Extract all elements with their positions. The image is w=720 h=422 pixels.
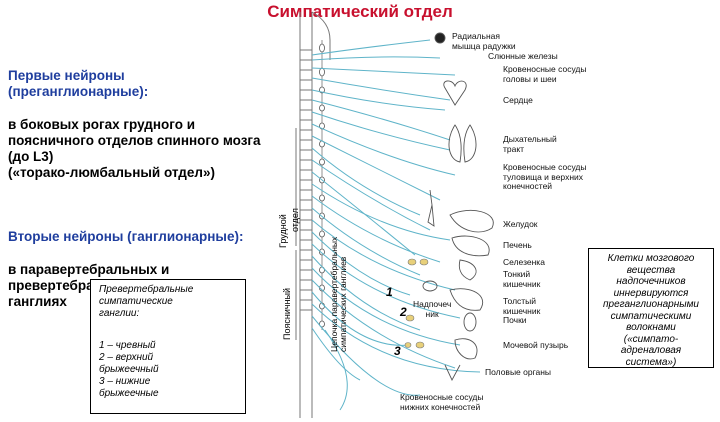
organ-label-line: кишечник: [503, 278, 541, 289]
thoracic-label-line: отдел: [290, 208, 300, 232]
legend-item: брыжеечные: [99, 388, 159, 399]
label-liver: Печень: [503, 240, 532, 250]
bladder-icon: [454, 338, 478, 360]
note-line: вещества: [626, 264, 676, 276]
legend-heading-line: Превертебральные: [99, 284, 194, 295]
note-line: система»): [625, 356, 677, 368]
first-neurons-location-line: в боковых рогах грудного и: [8, 117, 196, 132]
adrenal-note-box: Клетки мозгового вещества надпочечников …: [588, 248, 714, 368]
note-line: надпочечников: [616, 276, 686, 287]
organ-label-line: головы и шеи: [503, 73, 557, 84]
label-large-intestine: Толстый кишечник: [503, 296, 541, 316]
organ-label-line: нижних конечностей: [400, 401, 481, 412]
legend-item: 2 – верхний: [99, 352, 154, 363]
vessels-trunk-icon: [427, 189, 435, 227]
organ-label-line: кишечник: [503, 305, 541, 316]
label-limb-vessels: Кровеносные сосуды нижних конечностей: [400, 392, 484, 412]
heart-icon: [443, 80, 467, 106]
label-heart: Сердце: [503, 95, 533, 105]
legend-heading-line: симпатические: [99, 296, 173, 307]
organ-label-line: Кровеносные сосуды: [400, 392, 484, 402]
label-head-vessels: Кровеносные сосуды головы и шеи: [503, 64, 587, 84]
organ-label-line: Толстый: [503, 296, 537, 306]
page-title: Симпатический отдел: [267, 2, 453, 21]
organ-label-line: конечностей: [503, 181, 553, 191]
vertebrae-ladder: [300, 49, 312, 311]
label-salivary: Слюнные железы: [488, 51, 558, 61]
note-line: преганглионарными: [603, 299, 699, 310]
brainstem-curve: [311, 11, 331, 60]
label-kidneys: Почки: [503, 315, 527, 325]
legend-item: 3 – нижние: [99, 376, 151, 387]
label-stomach: Желудок: [503, 219, 538, 229]
organ-label-line: мышца радужки: [452, 40, 516, 51]
organ-label-line: туловища и верхних: [503, 171, 584, 182]
second-neurons-heading: Вторые нейроны (ганглионарные):: [8, 229, 244, 244]
second-neurons-location-line: в паравертебральных и: [8, 262, 170, 277]
note-line: адреналовая: [620, 345, 682, 356]
note-line: Клетки мозгового: [607, 253, 695, 264]
first-neurons-heading-line: Первые нейроны: [8, 68, 125, 83]
thoracic-label: Грудной: [278, 214, 288, 248]
eye-icon: [434, 32, 446, 44]
legend-heading-line: ганглии:: [99, 308, 140, 319]
ganglion-number-2: 2: [400, 305, 407, 319]
prevertebral-ganglia-box: Превертебральные симпатические ганглии: …: [90, 279, 246, 414]
ganglion-number-3: 3: [394, 344, 401, 358]
second-neurons-location-line: ганглиях: [8, 294, 67, 309]
label-genitals: Половые органы: [485, 367, 552, 377]
label-spleen: Селезенка: [503, 257, 545, 267]
prevertebral-ganglia: [404, 258, 429, 349]
label-respiratory: Дыхательный тракт: [503, 134, 557, 154]
legend-item: брыжеечный: [99, 364, 159, 375]
organ-label-line: Радиальная: [452, 31, 500, 41]
first-neurons-location-line: («торако-люмбальный отдел»): [8, 165, 215, 180]
organ-label-line: Кровеносные сосуды: [503, 64, 587, 74]
note-line: иннервируются: [613, 287, 689, 299]
first-neurons-location-line: (до L3): [8, 149, 54, 164]
first-neurons-location: в боковых рогах грудного и поясничного о…: [8, 117, 278, 181]
thoracic-label-2: отдел: [290, 208, 300, 232]
chain-label-line: симпатических ганглиев: [338, 256, 348, 352]
ganglion-number-1: 1: [386, 285, 393, 299]
label-trunk-vessels: Кровеносные сосуды туловища и верхних ко…: [503, 162, 587, 192]
paravertebral-chain-label: Цепочка паравертебральных симпатических …: [329, 237, 348, 352]
first-neurons-heading: Первые нейроны (преганглионарные):: [8, 68, 268, 100]
lumbar-label: Поясничный: [282, 287, 292, 340]
note-line: («симпато-: [623, 333, 679, 345]
note-line: симпатическими: [610, 310, 692, 322]
note-line: волокнами: [626, 322, 676, 333]
first-neurons-location-line: поясничного отделов спинного мозга: [8, 133, 261, 148]
lungs-icon: [448, 124, 477, 163]
organ-label-line: тракт: [503, 143, 525, 154]
liver-icon: [451, 235, 490, 257]
thoracic-label-line: Грудной: [278, 214, 288, 248]
organ-label-line: Надпочеч: [413, 299, 452, 309]
paravertebral-chain: [319, 40, 325, 330]
first-neurons-heading-line: (преганглионарные):: [8, 84, 149, 99]
legend-item: 1 – чревный: [99, 340, 156, 351]
stomach-icon: [449, 209, 494, 233]
label-bladder: Мочевой пузырь: [503, 340, 569, 350]
genitals-icon: [444, 364, 461, 382]
label-radial-muscle: Радиальная мышца радужки: [452, 31, 516, 51]
organ-label-line: Дыхательный: [503, 134, 557, 144]
organ-label-line: Тонкий: [503, 269, 531, 279]
label-small-intestine: Тонкий кишечник: [503, 269, 541, 289]
adrenal-icon: [422, 280, 438, 292]
small-intestine-icon: [458, 259, 477, 281]
large-intestine-icon: [449, 288, 483, 311]
organ-label-line: ник: [425, 308, 439, 319]
organ-label-line: Кровеносные сосуды: [503, 162, 587, 172]
kidney-icon: [463, 312, 477, 332]
label-adrenal: Надпочеч ник: [413, 299, 452, 319]
